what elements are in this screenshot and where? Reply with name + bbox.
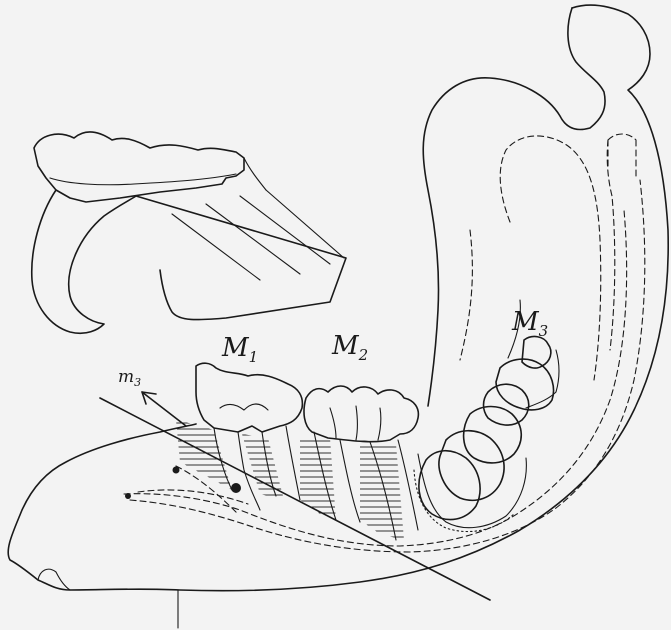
- foramen-dot: [173, 467, 180, 474]
- label-m3: M3: [511, 307, 548, 340]
- direction-arrow: [142, 392, 186, 426]
- root-hatching: [176, 420, 404, 540]
- tooth-fragment-inset: [32, 132, 346, 333]
- label-m1: M1: [221, 333, 258, 366]
- label-m2: M2: [331, 331, 368, 364]
- mandible-outline: [8, 5, 668, 628]
- label-arrow-m3: m3: [118, 367, 141, 389]
- root-line: [206, 204, 300, 274]
- root-line: [172, 214, 260, 280]
- diagonal-line: [100, 398, 490, 600]
- foramen-dot: [231, 483, 241, 493]
- foramen-dot: [125, 493, 131, 499]
- reference-line: [100, 392, 490, 600]
